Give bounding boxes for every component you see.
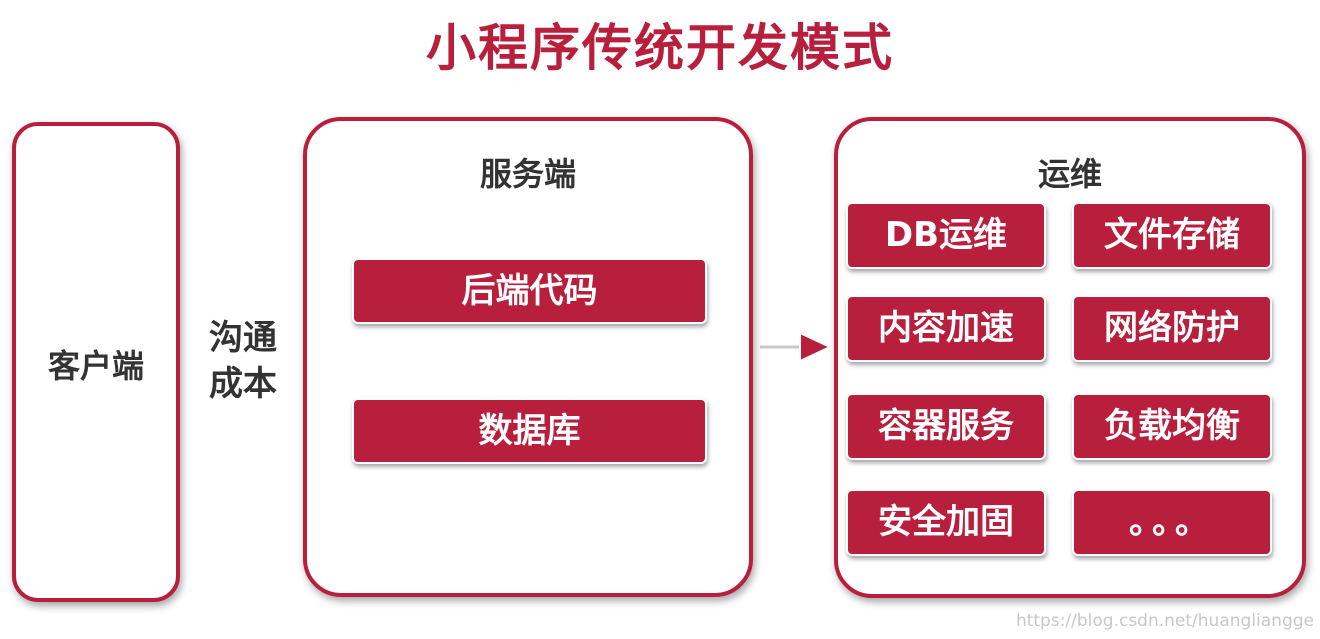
- watermark: https://blog.csdn.net/huangliangge: [1015, 611, 1314, 631]
- ops-title: 运维: [1037, 155, 1102, 193]
- server-title: 服务端: [479, 155, 576, 193]
- client-panel: 客户端: [12, 122, 180, 602]
- communication-cost-label: 沟通 成本: [193, 315, 293, 407]
- ops-item-load-balancing: 负载均衡: [1072, 393, 1272, 460]
- ops-item-file-storage: 文件存储: [1072, 202, 1272, 269]
- server-panel: 服务端: [303, 117, 753, 597]
- server-item-backend-code: 后端代码: [352, 258, 707, 324]
- ops-item-container-service: 容器服务: [846, 393, 1046, 460]
- ops-item-security-hardening: 安全加固: [846, 489, 1046, 556]
- server-item-database: 数据库: [352, 398, 707, 464]
- communication-cost-line1: 沟通: [209, 318, 277, 358]
- client-label: 客户端: [47, 347, 144, 385]
- ops-item-network-protection: 网络防护: [1072, 295, 1272, 362]
- ops-item-db: DB运维: [846, 202, 1046, 269]
- diagram-title: 小程序传统开发模式: [426, 19, 894, 77]
- ops-item-ellipsis: 。。。: [1072, 489, 1272, 556]
- arrow-right-icon: [760, 331, 832, 363]
- communication-cost-line2: 成本: [209, 364, 277, 404]
- ops-item-cdn: 内容加速: [846, 295, 1046, 362]
